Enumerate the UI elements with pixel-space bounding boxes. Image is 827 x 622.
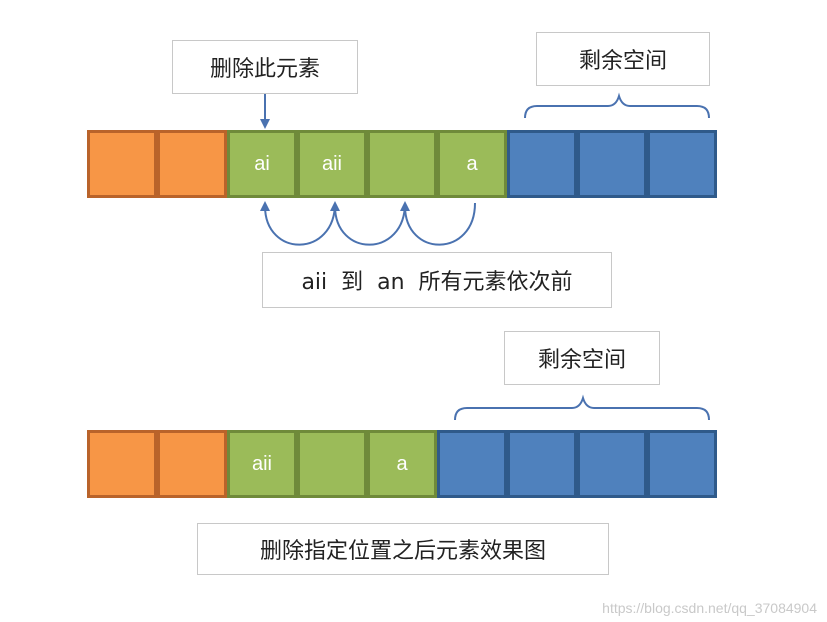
shift-elements-label: aii 到 an 所有元素依次前	[262, 252, 612, 308]
delete-element-label: 删除此元素	[172, 40, 358, 94]
array-cell	[507, 430, 577, 498]
array-cell: aii	[227, 430, 297, 498]
array-cell: a	[367, 430, 437, 498]
watermark: https://blog.csdn.net/qq_37084904	[602, 600, 817, 616]
array-cell	[577, 430, 647, 498]
array-cell	[647, 430, 717, 498]
brace-top	[524, 92, 710, 119]
array-after: aii a	[87, 430, 717, 498]
array-cell	[577, 130, 647, 198]
array-cell	[157, 430, 227, 498]
array-cell: a	[437, 130, 507, 198]
array-cell	[437, 430, 507, 498]
array-cell	[87, 130, 157, 198]
remaining-space-text-top: 剩余空间	[578, 49, 667, 74]
array-cell: ai	[227, 130, 297, 198]
array-cell: aii	[297, 130, 367, 198]
shift-arrow-1	[260, 201, 336, 246]
shift-arrow-3	[400, 201, 476, 246]
array-cell	[157, 130, 227, 198]
array-cell	[297, 430, 367, 498]
result-label: 删除指定位置之后元素效果图	[197, 523, 609, 575]
delete-element-text: 删除此元素	[209, 57, 320, 82]
shift-arrow-2	[330, 201, 406, 246]
remaining-space-label-bottom: 剩余空间	[504, 331, 660, 385]
array-cell	[507, 130, 577, 198]
array-cell	[87, 430, 157, 498]
array-before: ai aii a	[87, 130, 717, 198]
shift-elements-text: aii 到 an 所有元素依次前	[301, 270, 573, 295]
result-text: 删除指定位置之后元素效果图	[259, 539, 546, 564]
array-cell	[367, 130, 437, 198]
brace-bottom	[454, 394, 710, 421]
remaining-space-text-bottom: 剩余空间	[537, 348, 626, 373]
remaining-space-label-top: 剩余空间	[536, 32, 710, 86]
array-cell	[647, 130, 717, 198]
